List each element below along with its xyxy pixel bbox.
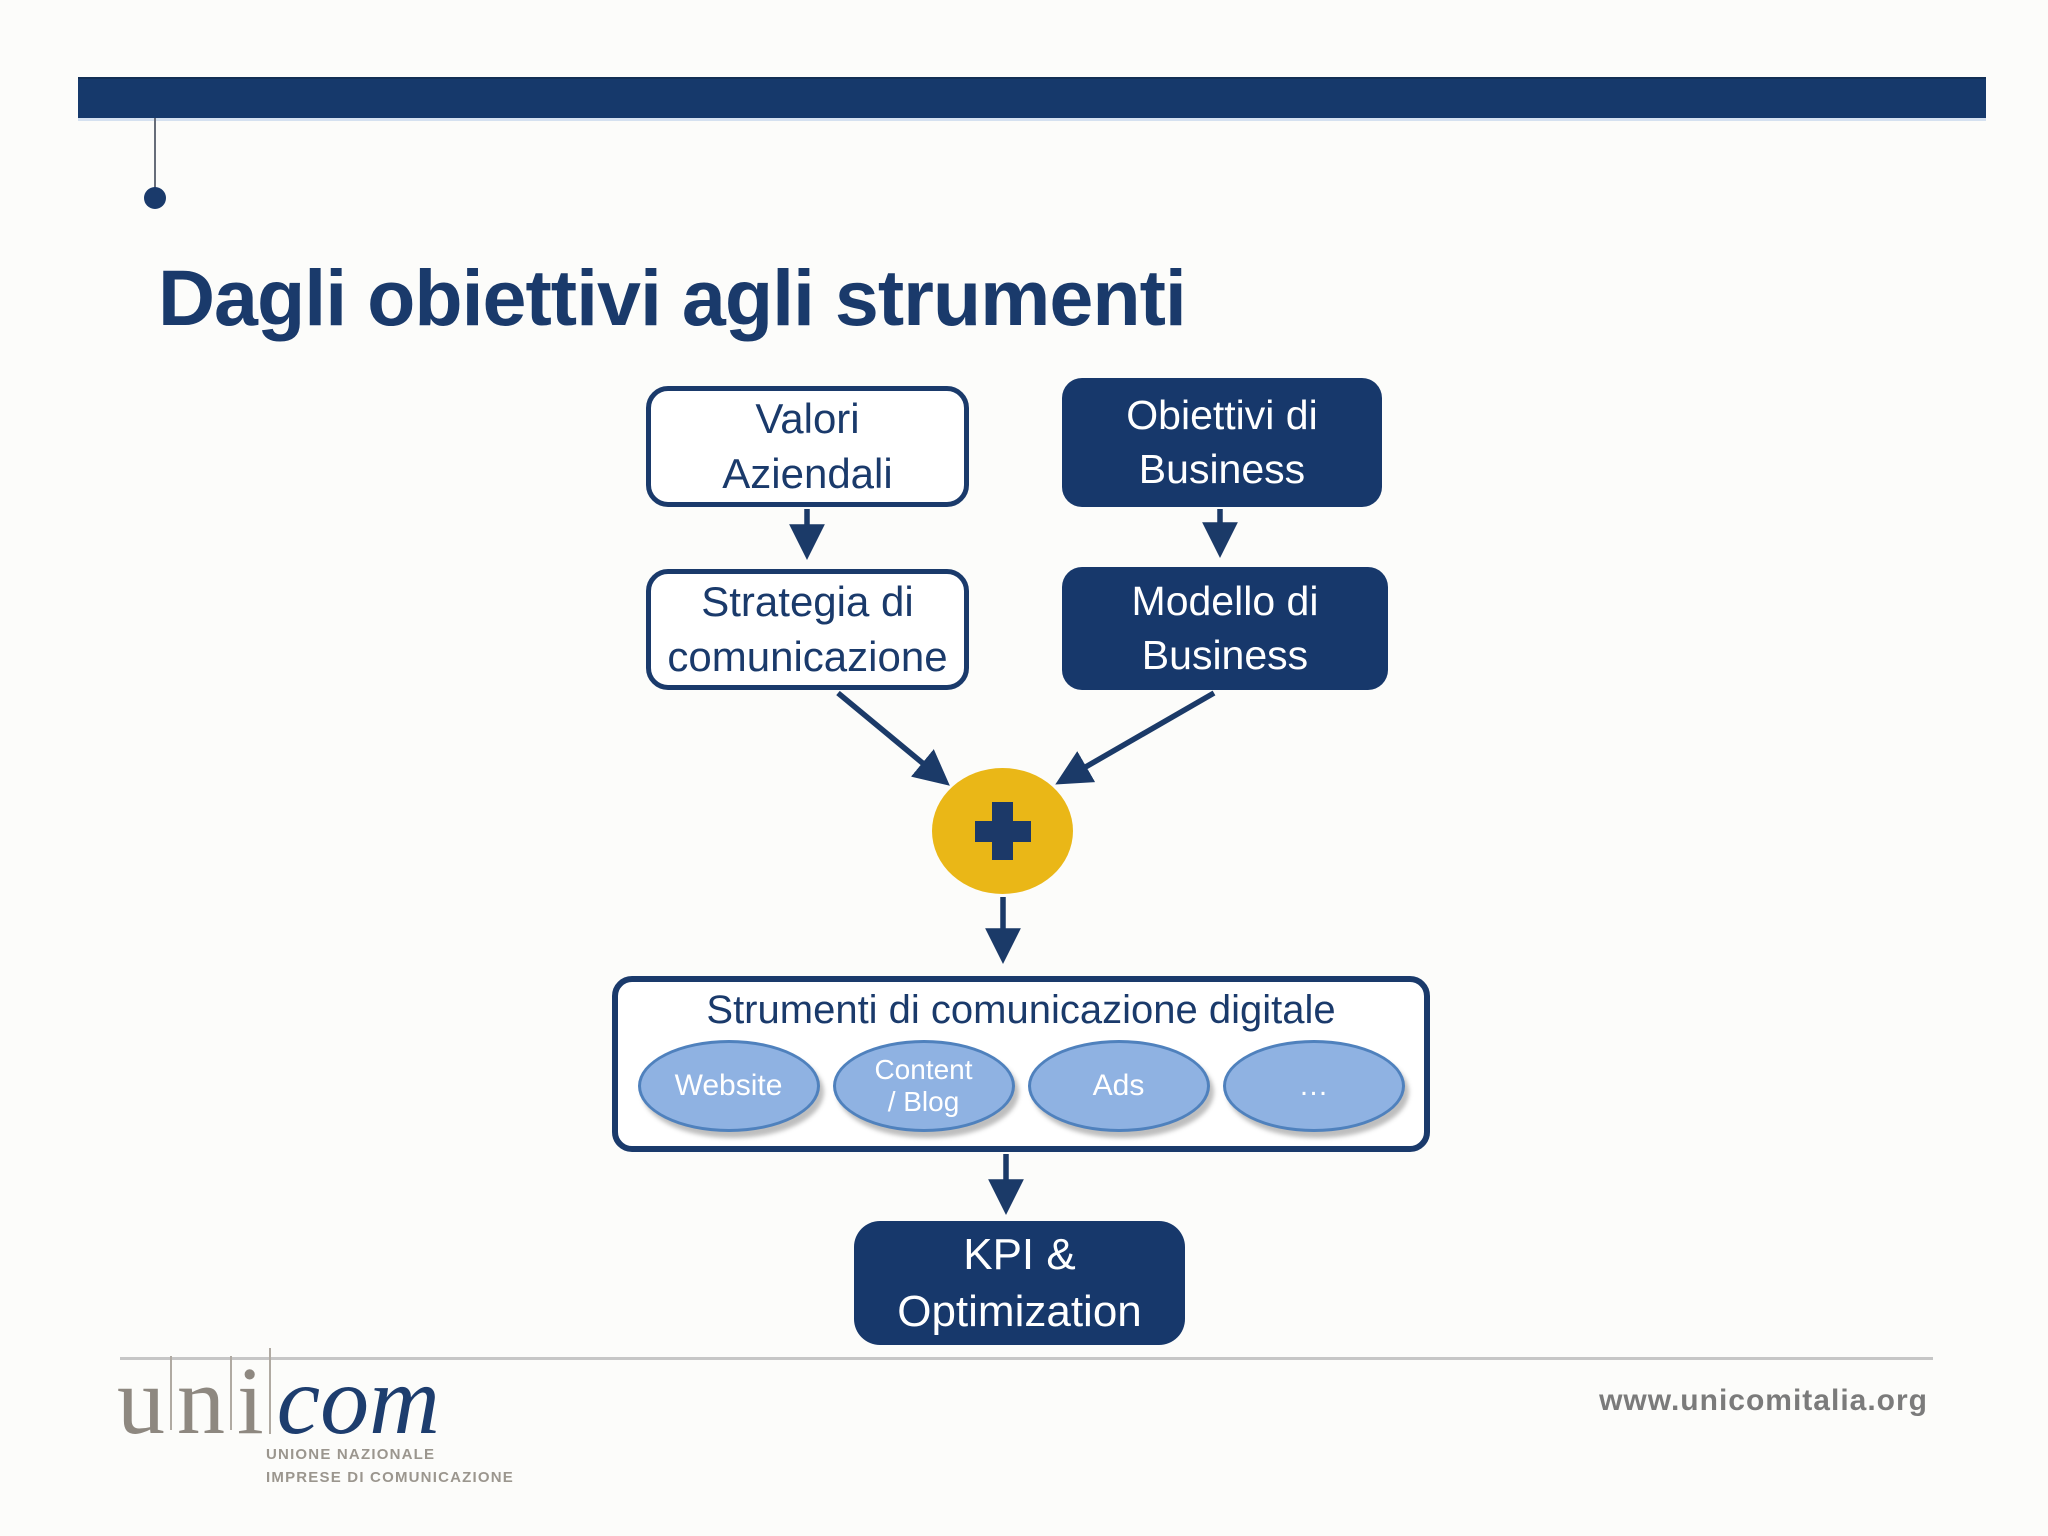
- pendant-line: [154, 118, 156, 188]
- node-obiettivi-di-business: Obiettivi di Business: [1062, 378, 1382, 507]
- logo-rule-2: [230, 1356, 232, 1430]
- tools-row: Website Content / Blog Ads …: [637, 1040, 1405, 1132]
- logo-letter-n: n: [177, 1347, 225, 1454]
- plus-circle: [932, 768, 1073, 894]
- logo-letter-i: i: [237, 1347, 264, 1454]
- logo-letter-u: u: [117, 1347, 165, 1454]
- node-strategia-di-comunicazione: Strategia di comunicazione: [646, 569, 969, 690]
- logo-word-com: com: [276, 1347, 440, 1455]
- arrow-strategia-to-plus: [836, 690, 950, 786]
- tool-ellipse-more: …: [1222, 1040, 1405, 1132]
- arrow-modello-to-plus: [1055, 690, 1216, 785]
- node-strumenti-digitali: Strumenti di comunicazione digitale Webs…: [612, 976, 1430, 1152]
- header-bar: [78, 77, 1986, 118]
- tool-ellipse-ads: Ads: [1027, 1040, 1210, 1132]
- page-title: Dagli obiettivi agli strumenti: [158, 253, 1187, 342]
- node-kpi-optimization: KPI & Optimization: [854, 1221, 1185, 1345]
- logo-rule-1: [170, 1356, 172, 1430]
- node-valori-aziendali: Valori Aziendali: [646, 386, 969, 507]
- logo-subtitle: UNIONE NAZIONALE IMPRESE DI COMUNICAZION…: [266, 1446, 514, 1486]
- tool-ellipse-website: Website: [637, 1040, 820, 1132]
- unicom-logo: u n i com: [112, 1348, 440, 1450]
- tool-ellipse-content-blog: Content / Blog: [832, 1040, 1015, 1132]
- website-url: www.unicomitalia.org: [1599, 1384, 1928, 1417]
- plus-icon-bar-vertical: [992, 802, 1013, 860]
- strumenti-title: Strumenti di comunicazione digitale: [706, 988, 1336, 1032]
- node-modello-di-business: Modello di Business: [1062, 567, 1388, 690]
- footer-divider: [120, 1357, 1933, 1360]
- pendant-dot: [144, 187, 166, 209]
- logo-rule-3: [268, 1348, 271, 1434]
